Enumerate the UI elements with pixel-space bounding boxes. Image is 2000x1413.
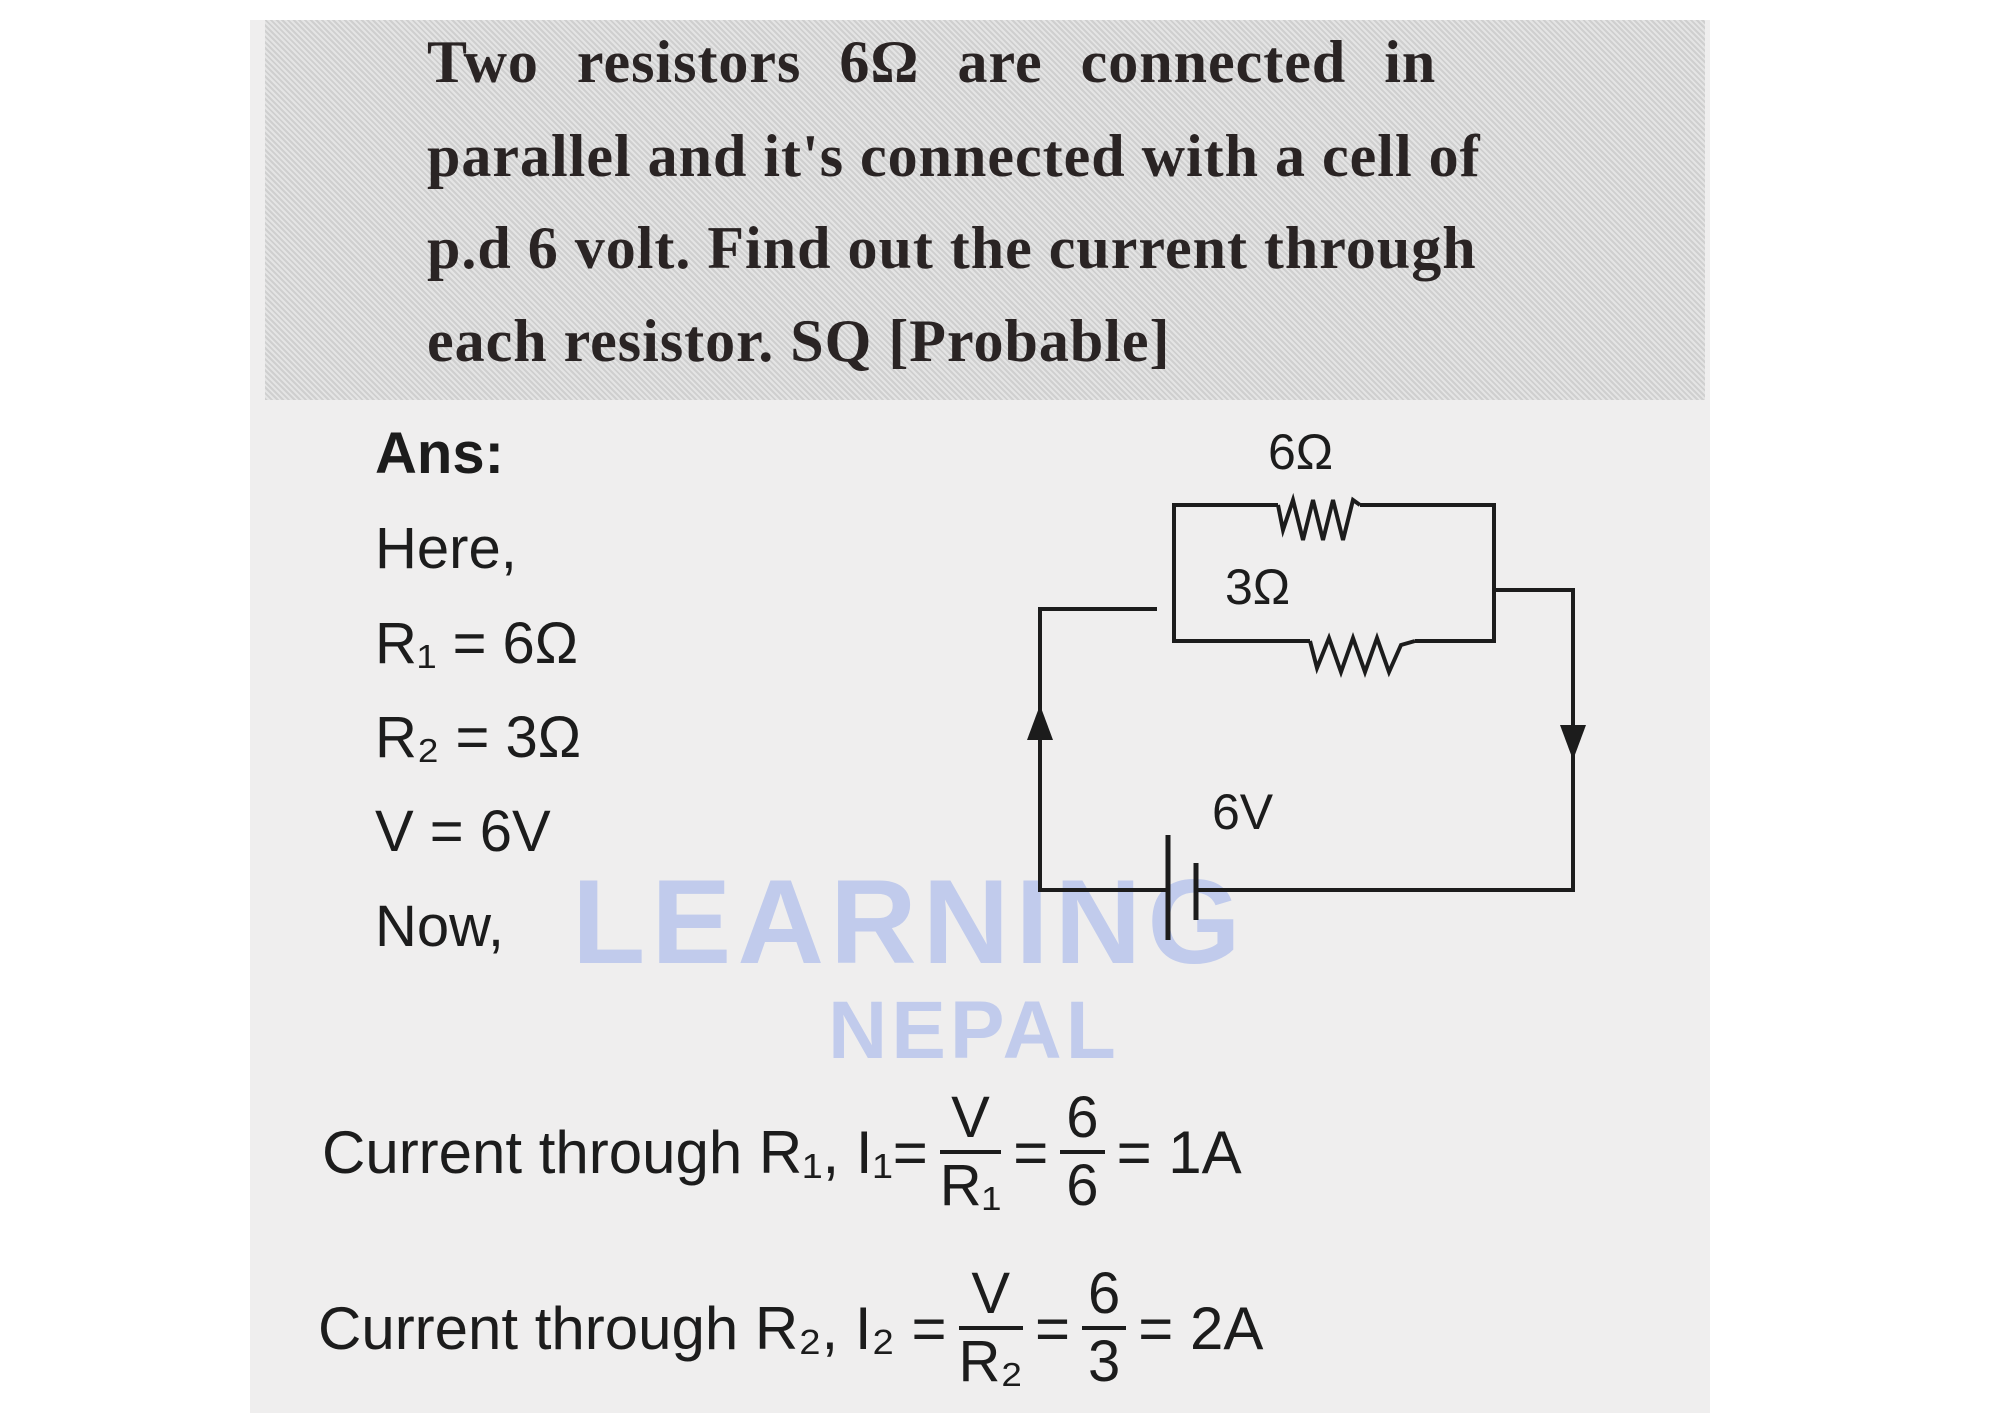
- eq2-prefix: Current through R₂, I₂ =: [318, 1294, 947, 1362]
- equation-2: Current through R₂, I₂ = V R₂ = 6 3 = 2A: [318, 1262, 1263, 1394]
- eq2-den2: 3: [1088, 1329, 1121, 1394]
- question-line-2: parallel and it's connected with a cell …: [427, 123, 1481, 189]
- eq1-num: V: [939, 1086, 1002, 1154]
- given-r2: R₂ = 3Ω: [375, 705, 582, 770]
- given-v: V = 6V: [375, 799, 551, 864]
- resistor-3-ohm: [1308, 631, 1416, 679]
- equation-1: Current through R₁, I₁= V R₁ = 6 6 = 1A: [322, 1086, 1242, 1218]
- eq1-den: R₁: [939, 1153, 1002, 1218]
- given-here: Here,: [375, 516, 517, 581]
- eq1-prefix: Current through R₁, I₁=: [322, 1118, 928, 1186]
- resistor-6-ohm: [1276, 492, 1362, 541]
- arrow-down-icon: [1560, 725, 1586, 760]
- r2-label: 3Ω: [1225, 559, 1291, 615]
- watermark-nepal: NEPAL: [828, 985, 1120, 1076]
- eq1-den2: 6: [1066, 1153, 1099, 1218]
- question-line-4: each resistor. SQ [Probable]: [427, 308, 1171, 374]
- arrow-up-icon: [1027, 705, 1053, 740]
- eq2-fraction-v-r2: V R₂: [958, 1262, 1023, 1394]
- question-line-3: p.d 6 volt. Find out the current through: [427, 215, 1477, 281]
- eq2-num: V: [958, 1262, 1023, 1330]
- watermark-learning: LEARNING: [572, 855, 1247, 989]
- eq2-result: = 2A: [1138, 1294, 1264, 1362]
- eq1-result: = 1A: [1116, 1118, 1242, 1186]
- eq2-num2: 6: [1082, 1262, 1127, 1330]
- question-highlight: [265, 20, 1705, 400]
- eq1-equals: =: [1013, 1118, 1049, 1186]
- question-line-1: Two resistors 6Ω are connected in: [427, 29, 1437, 95]
- eq2-fraction-values: 6 3: [1082, 1262, 1127, 1394]
- given-now: Now,: [375, 894, 504, 959]
- eq2-den: R₂: [958, 1329, 1023, 1394]
- eq1-num2: 6: [1060, 1086, 1105, 1154]
- eq2-equals: =: [1034, 1294, 1070, 1362]
- eq1-fraction-values: 6 6: [1060, 1086, 1105, 1218]
- eq1-fraction-v-r1: V R₁: [939, 1086, 1002, 1218]
- cell-label: 6V: [1212, 784, 1274, 840]
- answer-heading: Ans:: [375, 421, 504, 486]
- given-r1: R₁ = 6Ω: [375, 611, 579, 676]
- r1-label: 6Ω: [1268, 424, 1334, 480]
